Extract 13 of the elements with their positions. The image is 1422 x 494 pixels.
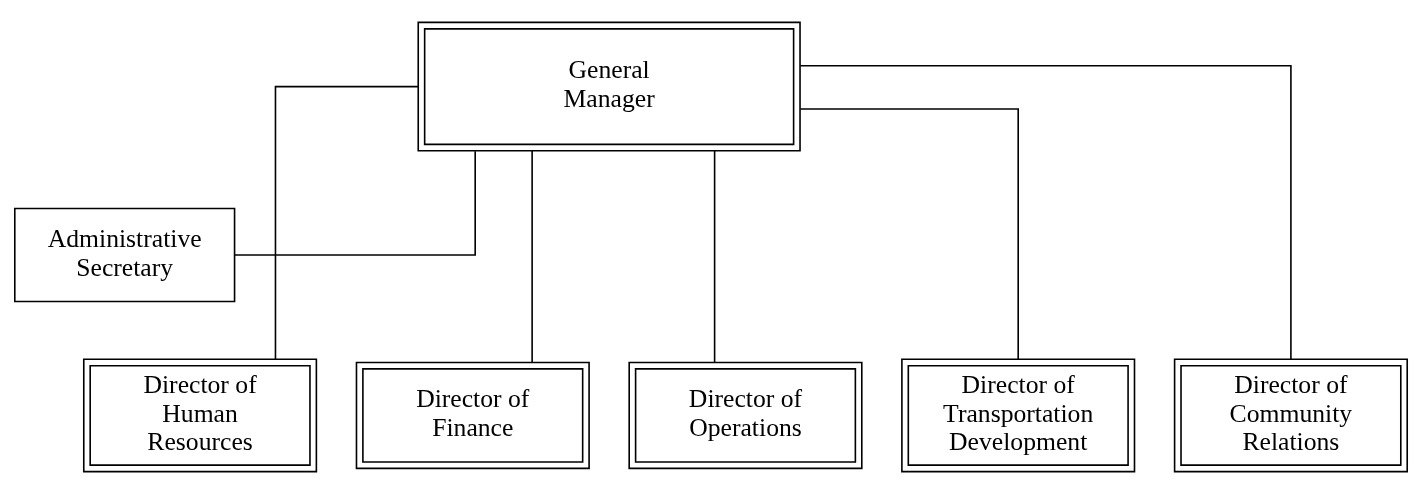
node-box: Director of Operations xyxy=(628,361,863,470)
connector xyxy=(799,64,1292,361)
node-box: Director of Community Relations xyxy=(1173,358,1408,473)
connector xyxy=(713,149,716,364)
node-box: Director of Finance xyxy=(355,361,590,470)
connector xyxy=(531,149,533,364)
node-box: Director of Transportation Development xyxy=(901,358,1136,473)
connector xyxy=(799,108,1019,361)
node-box: General Manager xyxy=(417,21,801,152)
node-box: Director of Human Resources xyxy=(82,358,318,473)
connector xyxy=(233,150,476,256)
node-box: Administrative Secretary xyxy=(14,207,236,303)
connector xyxy=(274,85,419,360)
